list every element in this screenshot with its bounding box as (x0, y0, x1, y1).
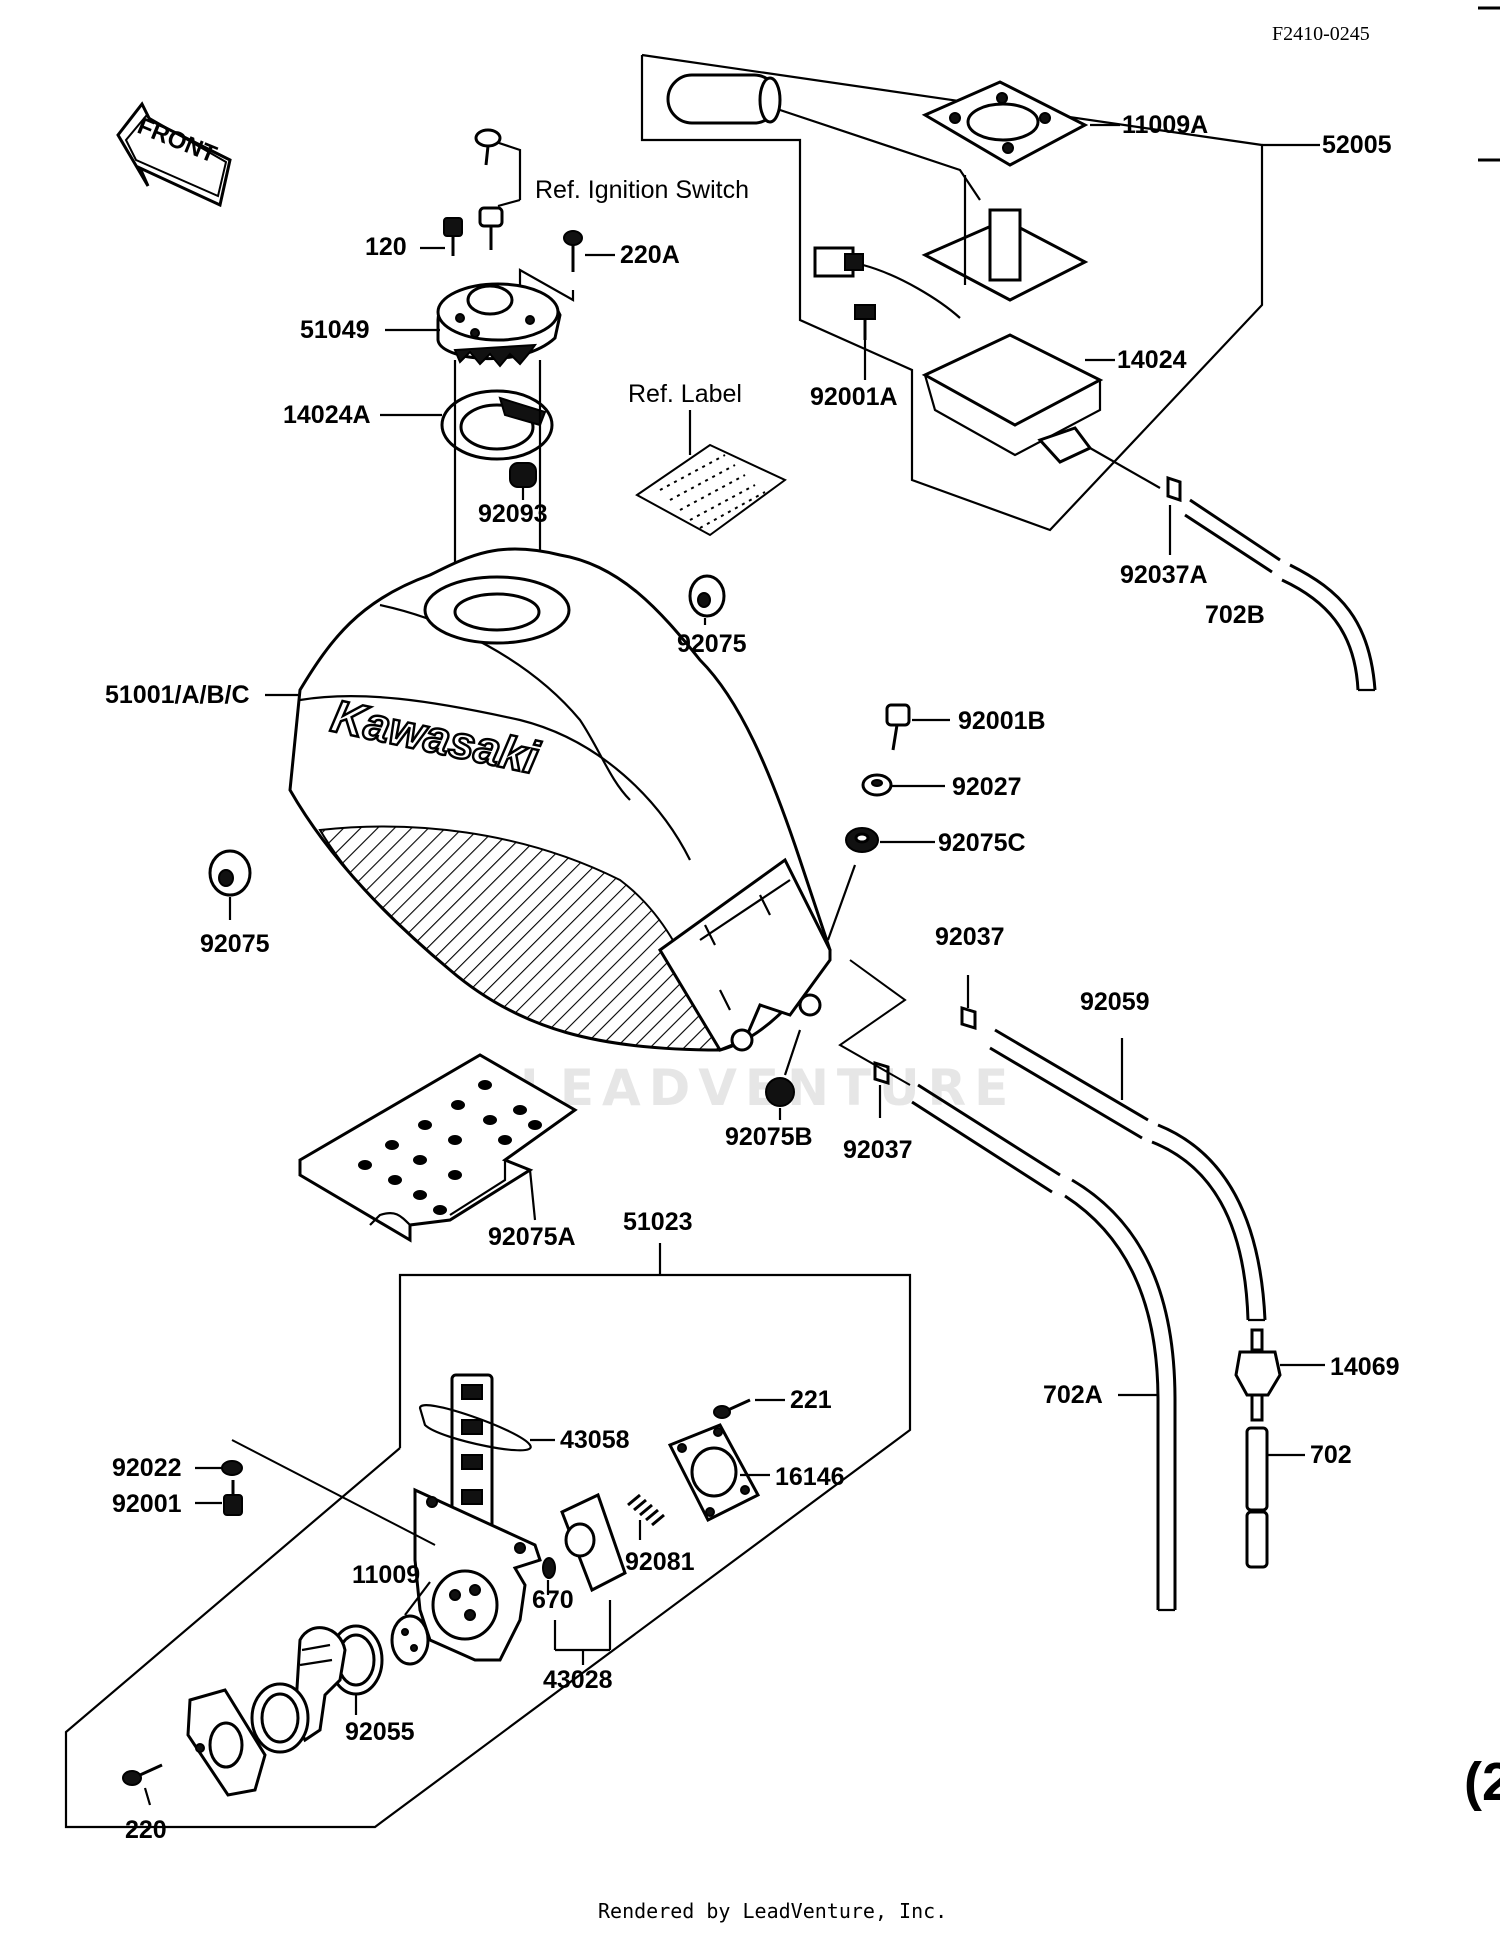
label-92001: 92001 (112, 1490, 182, 1518)
hose-92059 (989, 1028, 1267, 1322)
label-14069: 14069 (1330, 1353, 1400, 1381)
label-92037-bottom: 92037 (843, 1136, 913, 1164)
page-marker: (2 (1464, 1752, 1500, 1812)
label-92001A: 92001A (810, 383, 898, 411)
label-14024: 14024 (1117, 346, 1187, 374)
label-92075-left: 92075 (200, 930, 270, 958)
cap-assembly (436, 128, 583, 590)
label-43058: 43058 (560, 1426, 630, 1454)
label-51001: 51001/A/B/C (105, 681, 250, 709)
bracket-51023 (64, 1273, 912, 1829)
label-11009: 11009 (352, 1561, 420, 1589)
label-14024A: 14024A (283, 401, 371, 429)
clamp-92037A-icon (1166, 475, 1182, 555)
grommet-92075-top-icon (688, 574, 726, 618)
screw-220-icon (122, 1763, 163, 1786)
label-92075C: 92075C (938, 829, 1026, 857)
label-702: 702 (1310, 1441, 1352, 1469)
bolt-92001-icon (223, 1480, 243, 1516)
label-92081: 92081 (625, 1548, 695, 1576)
washer-92022-icon (221, 1460, 243, 1476)
label-92037A: 92037A (1120, 561, 1208, 589)
label-221: 221 (790, 1386, 832, 1414)
key-icon (474, 128, 502, 148)
spring-92081-icon (627, 1493, 665, 1527)
bowl-14024 (921, 333, 1104, 427)
label-92075-top: 92075 (677, 630, 747, 658)
label-43028: 43028 (543, 1666, 613, 1694)
label-120: 120 (365, 233, 407, 261)
gasket-11009 (390, 1614, 430, 1666)
label-92022: 92022 (112, 1454, 182, 1482)
label-ref-label: Ref. Label (628, 380, 742, 408)
label-702B: 702B (1205, 601, 1265, 629)
grommet-92075-left-icon (208, 849, 252, 897)
label-ref-ignition-switch: Ref. Ignition Switch (535, 176, 749, 204)
label-670: 670 (532, 1586, 574, 1614)
grommet-92093-icon (509, 462, 537, 488)
label-92059: 92059 (1080, 988, 1150, 1016)
label-92001B: 92001B (958, 707, 1046, 735)
label-220A: 220A (620, 241, 680, 269)
hose-702B (1184, 498, 1377, 692)
washer-92027-icon (861, 773, 893, 797)
label-220: 220 (125, 1816, 167, 1844)
gasket-14024A (440, 389, 554, 461)
pad-92075A (298, 1053, 578, 1243)
footer-credit: Rendered by LeadVenture, Inc. (598, 1899, 947, 1923)
label-sticker (635, 410, 787, 537)
label-92027: 92027 (952, 773, 1022, 801)
label-702A: 702A (1043, 1381, 1103, 1409)
label-92055: 92055 (345, 1718, 415, 1746)
bolt-92001B-icon (885, 703, 911, 751)
fuel-cock-assembly (64, 1243, 912, 1829)
leader-lines (143, 123, 1325, 1806)
grommet-92075B-icon (765, 1029, 802, 1107)
label-52005: 52005 (1322, 131, 1392, 159)
fuel-cap-51049 (436, 282, 562, 368)
drawing-code: F2410-0245 (1272, 23, 1370, 45)
fuel-tank: Kawasaki (288, 547, 832, 1052)
o-ring-43058 (418, 1404, 532, 1452)
hose-702 (1245, 1426, 1269, 1569)
grommet-92075C-icon (845, 827, 879, 853)
label-51049: 51049 (300, 316, 370, 344)
bolt-92001A-icon (854, 304, 876, 340)
label-11009A: 11009A (1122, 111, 1208, 139)
label-92093: 92093 (478, 500, 548, 528)
hose-702A (911, 1083, 1177, 1612)
fuel-sensor-assembly (640, 53, 1264, 532)
label-92037-top: 92037 (935, 923, 1005, 951)
label-92075A: 92075A (488, 1223, 576, 1251)
bolt-icon (478, 206, 504, 228)
front-arrow-icon: FRONT (116, 101, 232, 208)
label-92075B: 92075B (725, 1123, 813, 1151)
watermark: LEADVENTURE (520, 1059, 1016, 1117)
clamp-92037-top-icon (960, 975, 977, 1031)
filter-14069-icon (1234, 1328, 1282, 1422)
label-51023: 51023 (623, 1208, 693, 1236)
o-ring-670-icon (542, 1557, 556, 1579)
bracket-52005 (640, 53, 1264, 532)
screw-221-icon (713, 1398, 751, 1419)
bolt-120-icon (443, 217, 463, 256)
label-16146: 16146 (775, 1463, 845, 1491)
